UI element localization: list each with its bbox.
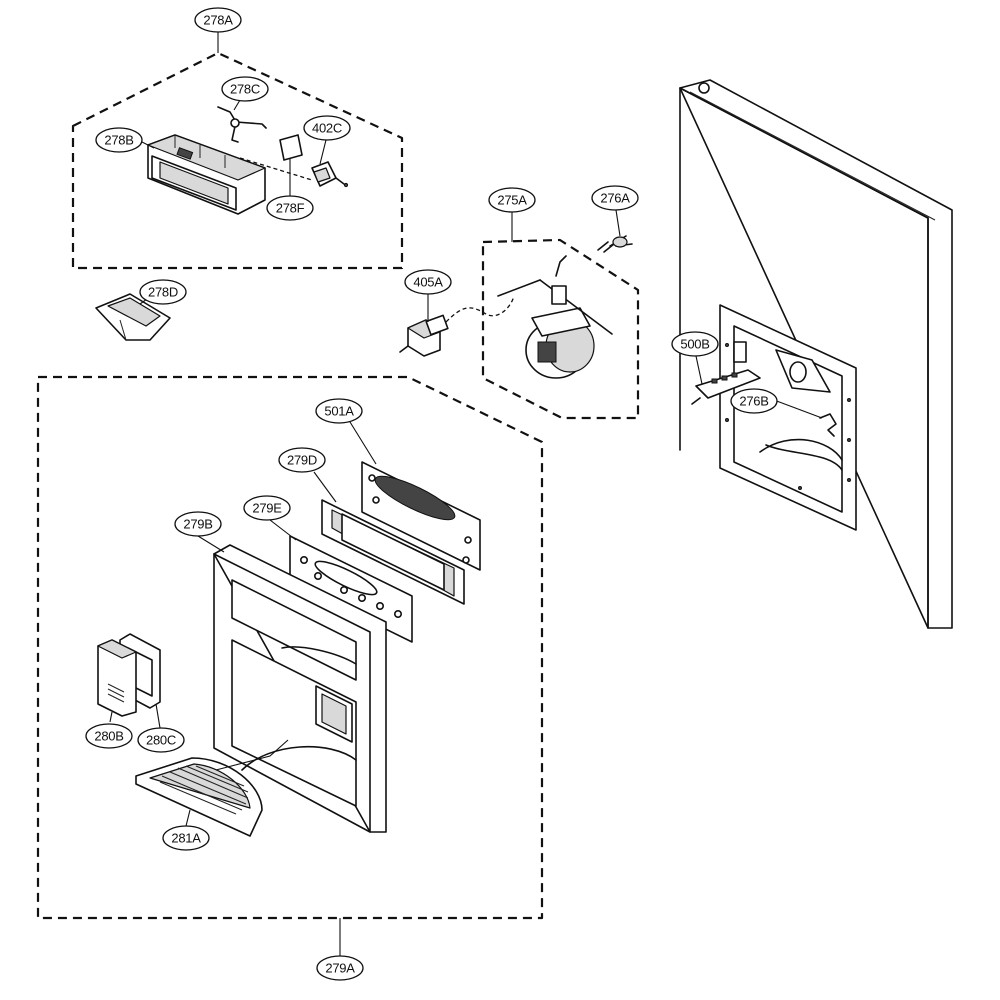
label-501A-text: 501A bbox=[324, 404, 354, 419]
group-275A-boundary bbox=[481, 238, 640, 420]
recess-screws bbox=[725, 343, 851, 490]
label-281A-text: 281A bbox=[171, 831, 201, 846]
label-280B: 280B bbox=[85, 723, 133, 749]
label-278B: 278B bbox=[95, 127, 143, 153]
label-405A-text: 405A bbox=[413, 275, 443, 290]
part-500B-board bbox=[691, 369, 761, 405]
label-279D-text: 279D bbox=[287, 453, 317, 468]
group-279A-boundary bbox=[36, 375, 544, 920]
label-276A-text: 276A bbox=[600, 191, 630, 206]
label-276A: 276A bbox=[591, 185, 639, 211]
part-280B-cover bbox=[97, 639, 137, 717]
label-278D: 278D bbox=[139, 279, 187, 305]
label-280C-text: 280C bbox=[146, 733, 176, 748]
label-405A: 405A bbox=[404, 269, 452, 295]
part-278B-housing bbox=[147, 134, 266, 215]
label-278C: 278C bbox=[221, 76, 269, 102]
label-279D: 279D bbox=[278, 447, 326, 473]
label-501A: 501A bbox=[315, 398, 363, 424]
label-275A-text: 275A bbox=[497, 193, 527, 208]
leader-lines bbox=[109, 32, 823, 956]
label-278A-text: 278A bbox=[203, 13, 233, 28]
part-276B-spring bbox=[819, 413, 837, 437]
door-panel bbox=[679, 79, 953, 629]
part-276A-spring bbox=[597, 235, 633, 253]
part-501A-pcb bbox=[361, 461, 481, 571]
part-278C-lever bbox=[217, 106, 267, 143]
label-500B: 500B bbox=[671, 331, 719, 357]
part-279E-pad bbox=[289, 535, 413, 643]
label-279E-text: 279E bbox=[252, 501, 282, 516]
label-279E: 279E bbox=[243, 495, 291, 521]
label-278F-text: 278F bbox=[276, 201, 305, 216]
label-402C: 402C bbox=[303, 115, 351, 141]
label-278B-text: 278B bbox=[104, 133, 133, 148]
label-500B-text: 500B bbox=[680, 337, 709, 352]
label-275A: 275A bbox=[488, 187, 536, 213]
label-278D-text: 278D bbox=[148, 285, 178, 300]
label-279A-text: 279A bbox=[325, 961, 355, 976]
label-278C-text: 278C bbox=[230, 82, 260, 97]
part-279B-cover bbox=[213, 544, 387, 833]
label-278F: 278F bbox=[266, 195, 314, 221]
label-280B-text: 280B bbox=[94, 729, 123, 744]
group-278A-boundary bbox=[71, 51, 404, 270]
part-281A-tray bbox=[135, 739, 289, 837]
label-281A: 281A bbox=[162, 825, 210, 851]
label-276B-text: 276B bbox=[739, 394, 768, 409]
label-279B: 279B bbox=[174, 511, 222, 537]
label-402C-text: 402C bbox=[312, 121, 342, 136]
part-278F-plate bbox=[239, 134, 313, 181]
label-279A: 279A bbox=[316, 955, 364, 981]
label-278A: 278A bbox=[194, 7, 242, 33]
label-276B: 276B bbox=[730, 388, 778, 414]
label-279B-text: 279B bbox=[183, 517, 212, 532]
part-275A-motor bbox=[497, 255, 613, 379]
part-279D-frame bbox=[321, 499, 465, 605]
part-405A-solenoid bbox=[399, 295, 515, 357]
part-278D-funnel bbox=[95, 293, 171, 341]
label-280C: 280C bbox=[137, 727, 185, 753]
part-402C-switch bbox=[311, 161, 349, 188]
